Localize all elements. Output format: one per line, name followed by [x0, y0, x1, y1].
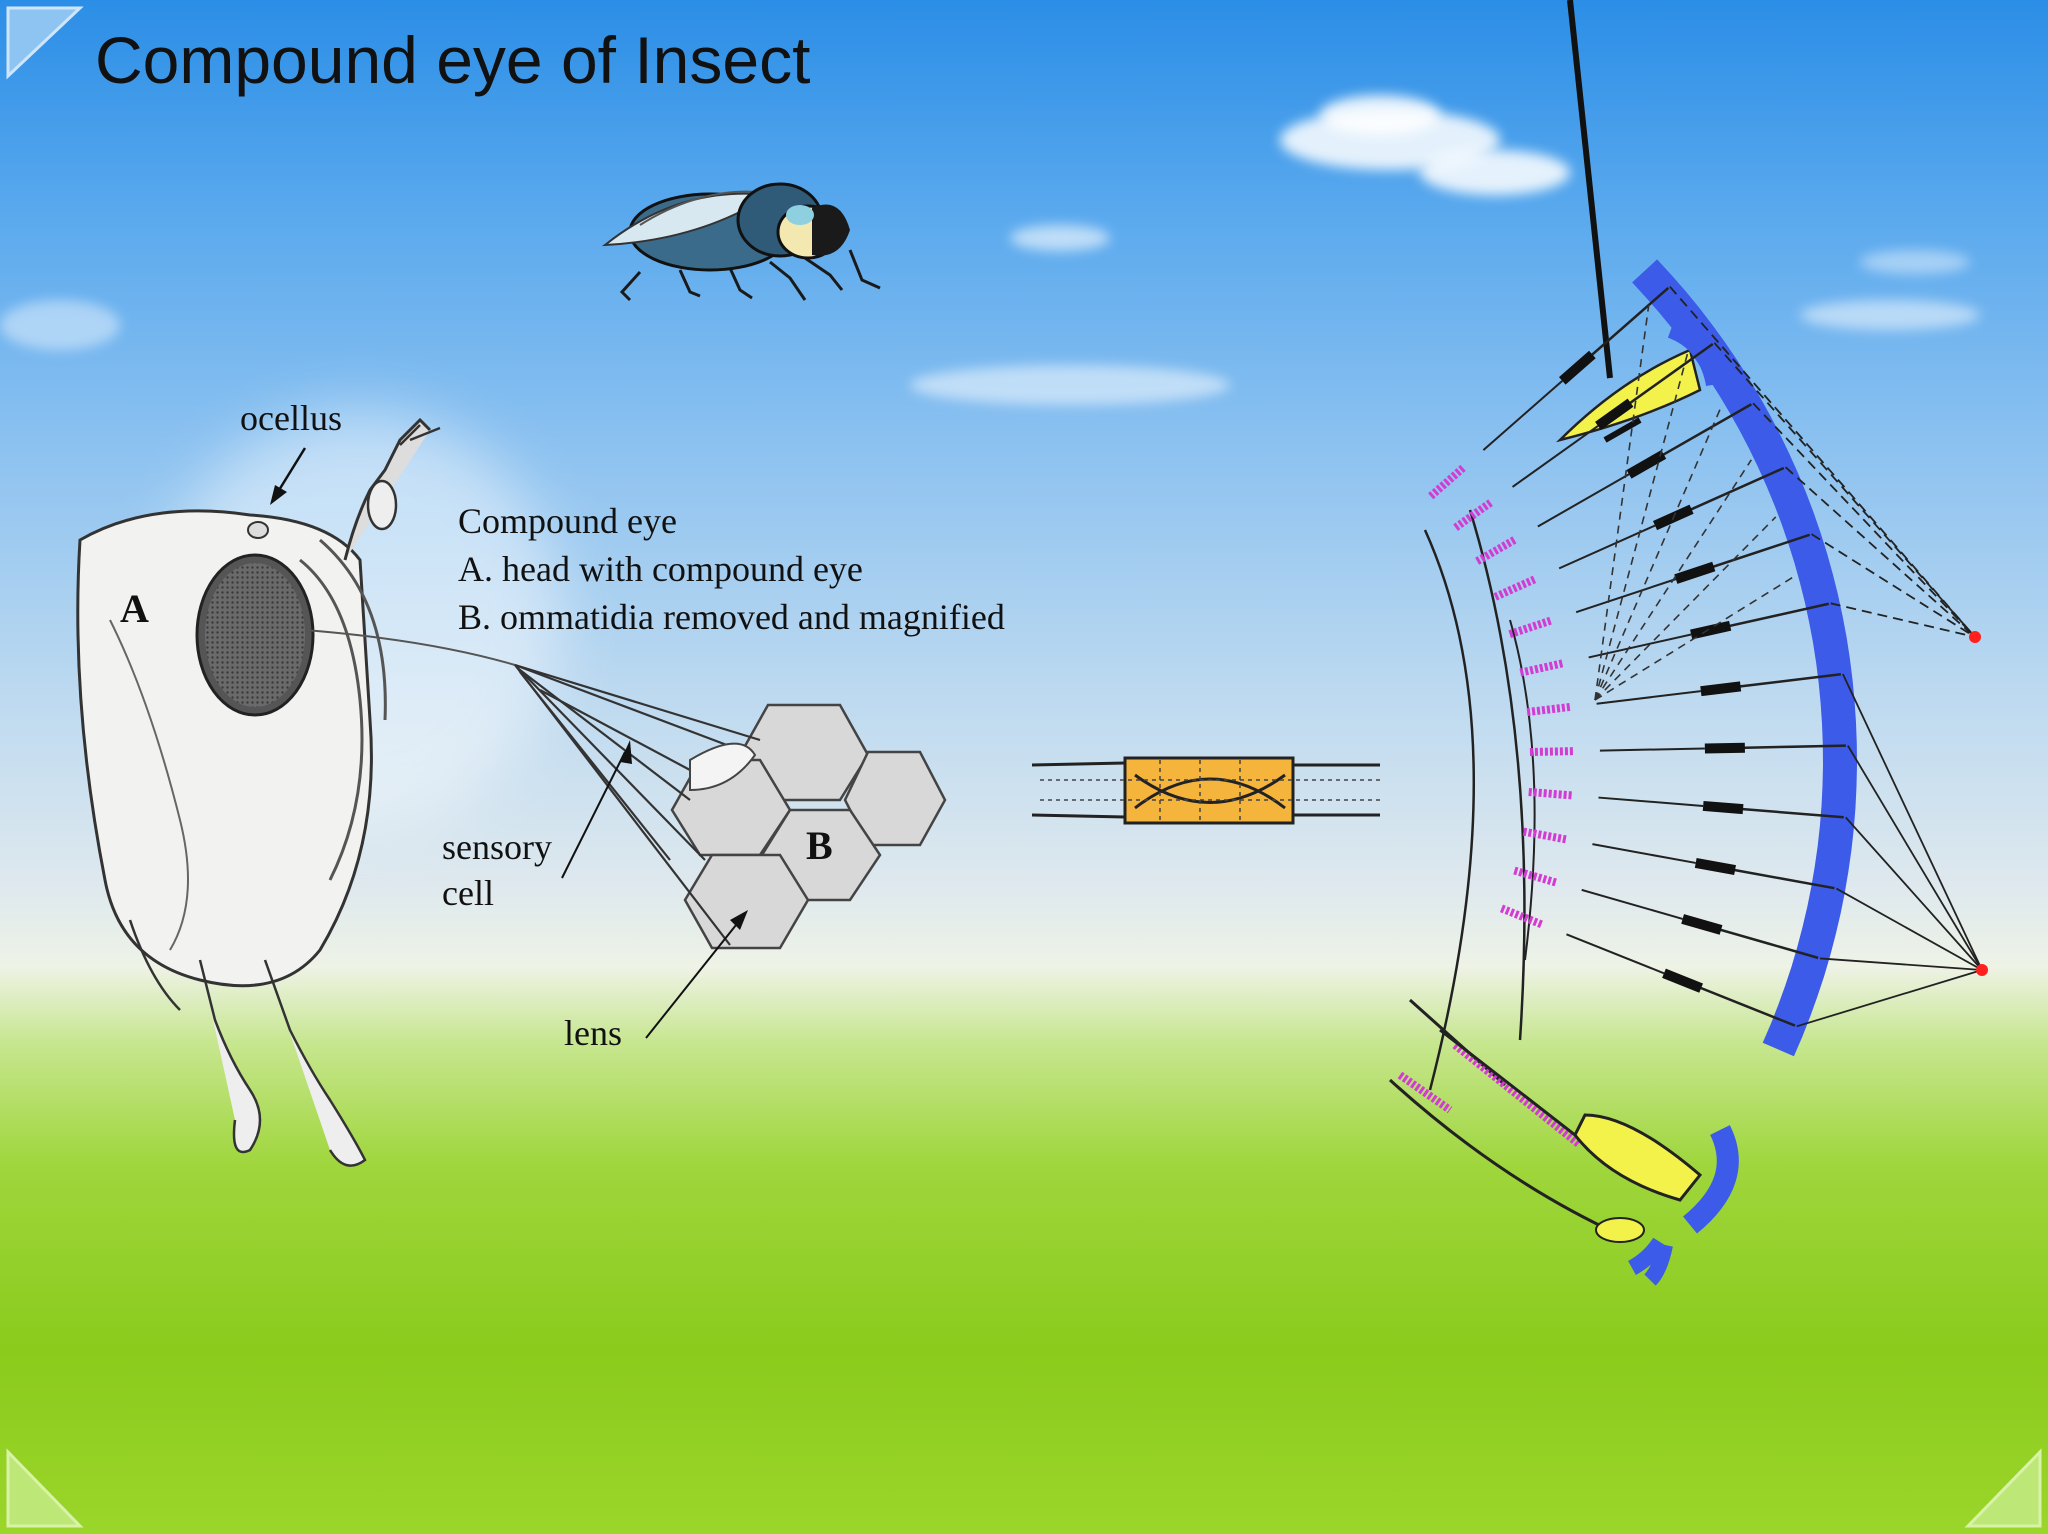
pigment-cell: [1558, 350, 1596, 385]
caption-line-2: A. head with compound eye: [458, 549, 863, 589]
cornea-layer: [1632, 259, 1858, 1057]
cloud: [1010, 225, 1110, 251]
cloud: [0, 300, 120, 350]
cloud: [1800, 300, 1980, 330]
light-ray: [1811, 533, 1976, 638]
nerve-fiber: [1596, 690, 1701, 705]
light-ray: [1796, 969, 1983, 1028]
light-ray: [1752, 402, 1976, 638]
light-ray: [1713, 342, 1976, 638]
nerve-fiber: [1566, 933, 1665, 975]
converging-ray: [1594, 575, 1796, 701]
nerve-fiber: [1588, 633, 1692, 659]
label-lens: lens: [564, 1013, 622, 1053]
crystalline-cone: [1662, 403, 1752, 456]
corner-triangle-icon: [1964, 1448, 2042, 1528]
corner-triangle-icon: [6, 1448, 84, 1528]
cloud: [1860, 250, 1970, 274]
light-ray: [1847, 745, 1983, 971]
nerve-fiber: [1599, 747, 1705, 752]
rhabdom: [1428, 463, 1468, 500]
rhabdom: [1493, 574, 1538, 601]
cloud: [910, 365, 1230, 405]
pigment-cell: [1690, 620, 1732, 640]
nerve-fiber: [1581, 888, 1683, 920]
focal-point-lower: [1976, 964, 1988, 976]
converging-ray: [1594, 459, 1752, 701]
light-ray: [1669, 285, 1976, 638]
caption-line-1: Compound eye: [458, 501, 677, 541]
cloud: [1420, 150, 1570, 195]
converging-ray: [1594, 404, 1723, 701]
nerve-fiber: [1598, 796, 1704, 807]
rhabdom: [1529, 747, 1575, 756]
converging-ray: [1594, 516, 1777, 701]
pigment-cell: [1662, 968, 1703, 993]
light-ray: [1819, 957, 1983, 971]
label-ocellus: ocellus: [240, 398, 342, 438]
rhabdom: [1519, 658, 1566, 677]
converging-ray: [1594, 353, 1689, 701]
detached-ommatidium-bottom: [1388, 998, 1739, 1286]
pigment-cell: [1674, 561, 1716, 584]
rhabdom: [1526, 702, 1573, 717]
nerve-fiber: [1537, 473, 1630, 528]
pigment-cell: [1681, 914, 1723, 935]
pigment-cell: [1704, 742, 1745, 754]
label-b: B: [806, 823, 833, 868]
focal-point-upper: [1969, 631, 1981, 643]
detached-ommatidium-top: [1555, 0, 1718, 443]
rhabdom: [1513, 866, 1559, 887]
corner-triangle-icon: [6, 6, 84, 80]
rhabdom: [1528, 787, 1574, 800]
pigment-cell: [1700, 681, 1742, 697]
light-ray: [1845, 816, 1983, 971]
pigment-cell: [1595, 398, 1634, 430]
nerve-fiber: [1511, 425, 1599, 488]
cloud: [1320, 95, 1440, 135]
nerve-fiber: [1592, 843, 1696, 864]
caption-line-3: B. ommatidia removed and magnified: [458, 597, 1005, 637]
nerve-fiber: [1575, 578, 1677, 614]
label-sensory: sensory: [442, 827, 552, 867]
rhabdom: [1508, 616, 1554, 638]
rhabdom: [1475, 535, 1519, 565]
light-ray: [1842, 673, 1983, 971]
converging-ray: [1594, 304, 1650, 701]
rhabdom: [1522, 827, 1569, 844]
rhabdom: [1453, 498, 1495, 531]
label-cell: cell: [442, 873, 494, 913]
pigment-cell: [1702, 800, 1744, 815]
nerve-fiber: [1482, 380, 1563, 451]
pigment-cell: [1626, 450, 1667, 479]
label-a: A: [120, 586, 149, 631]
light-ray: [1835, 887, 1983, 971]
pigment-cell: [1694, 858, 1736, 876]
rhabdom: [1499, 904, 1545, 929]
light-ray: [1830, 602, 1976, 638]
light-ray: [1784, 466, 1976, 638]
slide-title: Compound eye of Insect: [95, 23, 811, 97]
